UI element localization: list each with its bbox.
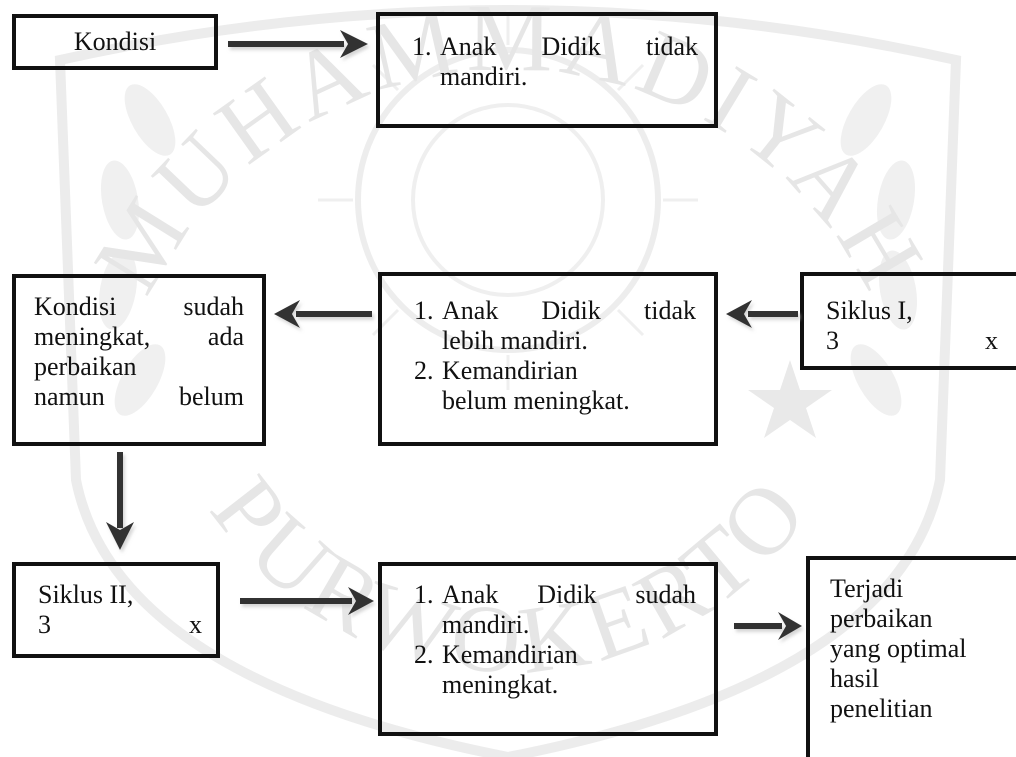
node-siklus-2-hasil: Anak Didik sudah mandiri. Kemandirian me… [378,562,718,736]
node-kondisi: Kondisi [12,14,218,70]
kondisi-awal-item-1-line2: mandiri. [440,62,528,91]
seal-leaves-right [840,84,918,416]
hasil-akhir-line5: penelitian [830,694,933,723]
siklus-2-line2: 3 x [38,610,202,640]
siklus-2-hasil-item-2-line2: meningkat. [442,670,559,699]
siklus-1-hasil-item-2-line2: belum meningkat. [442,386,630,415]
arrow-hasil2-to-akhir [734,612,802,640]
kondisi-meningkat-line3: perbaikan [34,352,137,381]
siklus-2-hasil-item-1: Anak Didik sudah mandiri. [440,580,696,640]
siklus-2-hasil-item-1-line1: Anak Didik sudah [442,580,696,609]
node-siklus-1-hasil: Anak Didik tidak lebih mandiri. Kemandir… [378,272,718,446]
hasil-akhir-line1: Terjadi [830,574,904,603]
siklus-1-label: Siklus I, [826,296,913,325]
kondisi-meningkat-line4: namun belum [34,382,244,411]
siklus-1-count: 3 [826,326,839,355]
siklus-1-hasil-item-2-line1: Kemandirian [442,356,578,385]
siklus-2-hasil-item-2: Kemandirian meningkat. [440,640,696,700]
kondisi-meningkat-line2: meningkat, ada [34,322,244,351]
arrow-siklus2-to-hasil [240,587,374,615]
siklus-1-times: x [985,326,998,355]
siklus-1-hasil-item-1-line2: lebih mandiri. [442,326,588,355]
siklus-2-label: Siklus II, [38,580,134,609]
node-kondisi-awal: Anak Didik tidak mandiri. [376,12,718,128]
hasil-akhir-line4: hasil [830,664,880,693]
node-kondisi-meningkat: Kondisi sudah meningkat, ada perbaikan n… [12,274,266,446]
siklus-2-hasil-item-2-line1: Kemandirian [442,640,578,669]
hasil-akhir-line2: perbaikan [830,604,933,633]
siklus-1-hasil-item-1: Anak Didik tidak lebih mandiri. [440,296,696,356]
siklus-2-hasil-item-1-line2: mandiri. [442,610,530,639]
node-siklus-2: Siklus II, 3 x [12,562,220,658]
kondisi-awal-item-1-line1: Anak Didik tidak [440,32,698,61]
node-kondisi-label: Kondisi [73,27,157,56]
siklus-1-hasil-item-1-line1: Anak Didik tidak [442,296,696,325]
siklus-1-line2: 3 x [826,326,998,356]
hasil-akhir-line3: yang optimal [830,634,967,663]
siklus-1-hasil-item-2: Kemandirian belum meningkat. [440,356,696,416]
siklus-2-count: 3 [38,610,51,639]
node-siklus-1: Siklus I, 3 x [800,272,1016,370]
siklus-2-times: x [189,610,202,639]
kondisi-meningkat-line1: Kondisi sudah [34,292,244,321]
arrow-kondisi-to-siklus2 [106,452,134,550]
seal-star [748,360,832,438]
arrow-hasil1-to-kondisi [274,300,372,328]
node-hasil-akhir: Terjadi perbaikan yang optimal hasil pen… [806,556,1016,757]
arrow-kondisi-to-awal [228,30,368,58]
arrow-siklus1-to-hasil [726,300,798,328]
kondisi-awal-item-1: Anak Didik tidak mandiri. [438,32,698,92]
